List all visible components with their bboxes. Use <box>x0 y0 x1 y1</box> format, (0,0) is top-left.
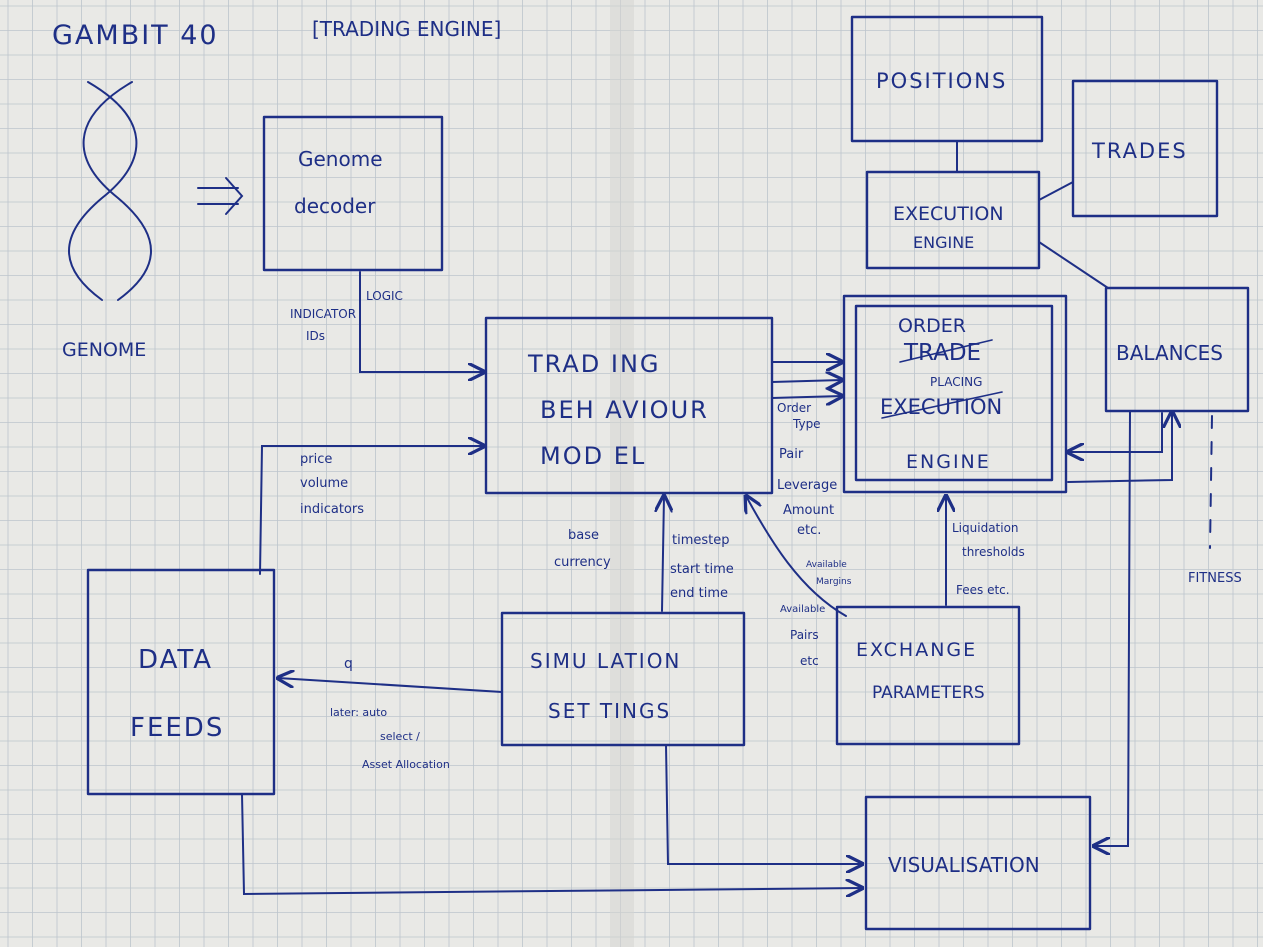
exchange-parameters-label-2: PARAMETERS <box>872 683 985 703</box>
tbm-label-1: TRAD ING <box>527 350 661 378</box>
title: GAMBIT 40 <box>52 20 219 51</box>
volume-label: volume <box>300 476 348 491</box>
simulation-to-feeds-arrow <box>278 678 503 693</box>
trade-label: TRADE <box>903 340 981 366</box>
order-label: ORDER <box>898 315 966 337</box>
available-pairs-label-2: Pairs <box>790 628 819 642</box>
liquidation-label-2: thresholds <box>962 545 1025 559</box>
execution-engine-label-2: ENGINE <box>913 233 974 252</box>
execution-label: EXECUTION <box>880 395 1002 419</box>
notebook-spine <box>610 0 634 947</box>
tbm-label-3: MOD EL <box>540 442 646 470</box>
available-pairs-label-3: etc <box>800 654 819 668</box>
available-margins-label-1: Available <box>806 560 847 570</box>
execution-strikethrough <box>881 391 1003 419</box>
model-to-engine-arrow-2 <box>771 380 842 382</box>
genome-decoder-box <box>262 115 444 272</box>
trade-strikethrough <box>899 339 993 363</box>
simulation-to-visualisation-arrow <box>665 744 862 864</box>
decoder-to-model-arrow <box>359 271 484 372</box>
base-currency-label-1: base <box>568 528 599 543</box>
genome-label: GENOME <box>62 339 146 361</box>
order-engine-inner-box <box>854 304 1054 482</box>
later-label-3: Asset Allocation <box>362 758 450 771</box>
available-pairs-label-1: Available <box>780 604 825 615</box>
trading-behaviour-model-box <box>484 316 774 495</box>
positions-box <box>850 15 1044 143</box>
indicators-label: indicators <box>300 502 364 517</box>
dna-helix-icon <box>68 81 152 301</box>
price-label: price <box>300 452 332 467</box>
data-feeds-box <box>86 568 276 796</box>
later-label-1: later: auto <box>330 706 387 719</box>
engine-to-balances-arrow <box>1067 412 1172 483</box>
positions-label: POSITIONS <box>876 69 1007 93</box>
feeds-to-visualisation-arrow <box>241 793 862 894</box>
simulation-settings-box <box>500 611 746 747</box>
amount-label: Amount <box>783 503 834 518</box>
execution-engine-label-1: EXECUTION <box>893 203 1004 225</box>
base-currency-label-2: currency <box>554 555 611 570</box>
data-feeds-label-2: FEEDS <box>130 713 224 743</box>
data-feeds-label-1: DATA <box>138 645 213 675</box>
simulation-settings-label-2: SET TINGS <box>548 699 671 723</box>
order-type-label-1: Order <box>777 401 811 415</box>
genome-decoder-label-1: Genome <box>298 147 383 171</box>
feeds-to-model-arrow <box>259 446 484 575</box>
double-arrow-icon <box>197 177 244 215</box>
execution-engine-box <box>865 170 1041 270</box>
balances-label: BALANCES <box>1116 341 1223 365</box>
etc-label: etc. <box>797 523 821 538</box>
tbm-label-2: BEH AVIOUR <box>540 396 709 424</box>
exchange-to-model-arrow <box>746 496 847 617</box>
exchange-parameters-box <box>835 605 1021 746</box>
simulation-settings-label-1: SIMU LATION <box>530 649 681 673</box>
available-margins-label-2: Margins <box>816 577 852 587</box>
indicator-ids-label-2: IDs <box>306 329 325 343</box>
model-to-engine-arrow-3 <box>771 396 842 398</box>
trades-box <box>1071 79 1219 218</box>
fitness-dashed-line <box>1209 415 1213 549</box>
indicator-ids-label-1: INDICATOR <box>290 307 356 321</box>
exchange-parameters-label-1: EXCHANGE <box>856 639 977 661</box>
start-time-label: start time <box>670 562 734 577</box>
q-label: q <box>344 656 353 672</box>
execution-balances-link <box>1038 241 1109 289</box>
visualisation-box <box>864 795 1092 931</box>
placing-label: PLACING <box>930 375 982 389</box>
subtitle: [TRADING ENGINE] <box>312 17 501 41</box>
balances-to-visualisation-arrow <box>1094 410 1131 846</box>
timestep-label: timestep <box>672 533 730 548</box>
trades-label: TRADES <box>1091 139 1188 163</box>
end-time-label: end time <box>670 586 728 601</box>
fitness-label: FITNESS <box>1188 571 1242 586</box>
leverage-label: Leverage <box>777 478 837 493</box>
visualisation-label: VISUALISATION <box>888 853 1040 877</box>
execution-trades-link <box>1038 181 1074 201</box>
liquidation-label-3: Fees etc. <box>956 583 1010 597</box>
liquidation-label-1: Liquidation <box>952 521 1019 535</box>
balances-to-engine-arrow <box>1068 412 1163 452</box>
order-type-label-2: Type <box>792 417 821 431</box>
engine-label: ENGINE <box>906 451 991 473</box>
pair-label: Pair <box>779 447 804 462</box>
logic-label: LOGIC <box>366 289 403 303</box>
genome-decoder-label-2: decoder <box>294 194 376 218</box>
simulation-to-model-arrow <box>662 496 664 612</box>
later-label-2: select / <box>380 730 420 743</box>
